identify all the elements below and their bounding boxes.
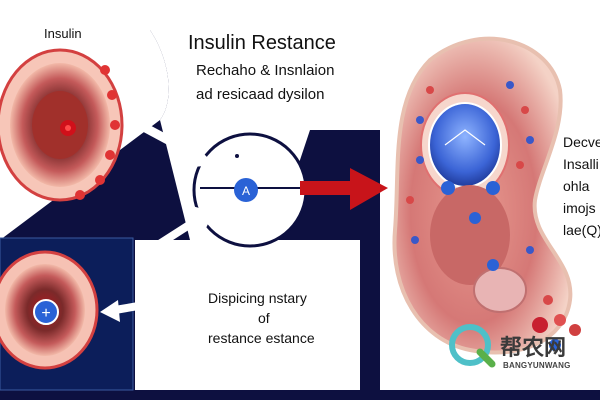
subtitle-line-2: ad resicaad dysilon [196, 86, 325, 103]
plus-icon: + [41, 305, 50, 322]
diagram-title: Insulin Restance [188, 32, 336, 54]
arrow-up-from-bottom [147, 206, 214, 254]
arrow-bidirectional [100, 286, 200, 322]
vessel-cross-section-top [0, 48, 124, 202]
caption-line-1: Dispicing nstary [208, 290, 307, 306]
watermark-subtext: BANGYUNWANG [503, 361, 571, 370]
side-text-3: ohla [563, 178, 590, 194]
side-text-4: imojs [563, 200, 596, 216]
panel-bottom-center [135, 240, 360, 390]
arrow-to-receptor [137, 121, 215, 168]
a-icon: A [242, 184, 250, 198]
watermark-text: 帮农网 [500, 336, 567, 361]
red-arrow [300, 168, 388, 210]
insulin-label: Insulin [44, 26, 82, 41]
receptor-circle: A [192, 132, 308, 248]
vessel-cross-section-bottom: + [0, 250, 99, 370]
watermark-logo [449, 324, 496, 368]
side-text-2: Insalli [563, 156, 599, 172]
subtitle-line-1: Rechaho & Insnlaion [196, 62, 335, 79]
caption-line-3: restance estance [208, 330, 315, 346]
side-text-5: lae(Q) [563, 222, 600, 238]
side-text-1: Decvel [563, 134, 600, 150]
caption-line-2: of [258, 310, 270, 326]
pancreas-cell-illustration [392, 36, 581, 355]
